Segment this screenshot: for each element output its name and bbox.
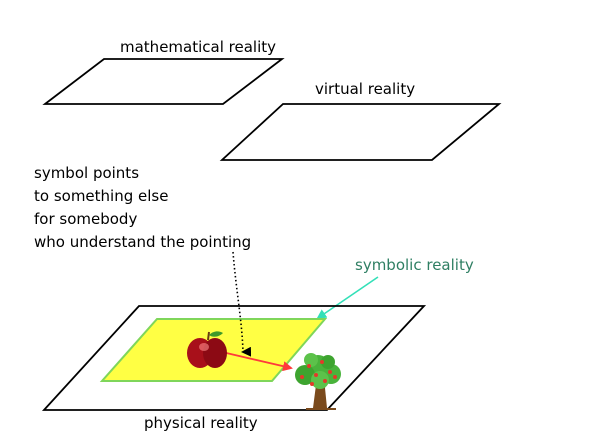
apple-icon bbox=[187, 331, 227, 368]
symbol-line-1: symbol points bbox=[34, 164, 139, 182]
symbol-line-4: who understand the pointing bbox=[34, 233, 251, 251]
pointing-dotted-arrow bbox=[232, 251, 252, 357]
mathematical-reality-plane bbox=[42, 58, 285, 105]
symbol-explanation: symbol points to something else for some… bbox=[34, 164, 251, 251]
virtual-reality-plane bbox=[219, 103, 502, 161]
physical-reality-label: physical reality bbox=[144, 414, 258, 432]
symbol-line-3: for somebody bbox=[34, 210, 137, 228]
symbol-line-2: to something else bbox=[34, 187, 168, 205]
virtual-reality-label: virtual reality bbox=[315, 80, 415, 98]
symbolic-pointer-arrow bbox=[316, 276, 379, 320]
symbolic-reality-label: symbolic reality bbox=[355, 256, 474, 274]
mathematical-reality-label: mathematical reality bbox=[120, 38, 276, 56]
apple-to-tree-arrow bbox=[221, 351, 293, 372]
apple-tree-icon bbox=[295, 353, 341, 410]
